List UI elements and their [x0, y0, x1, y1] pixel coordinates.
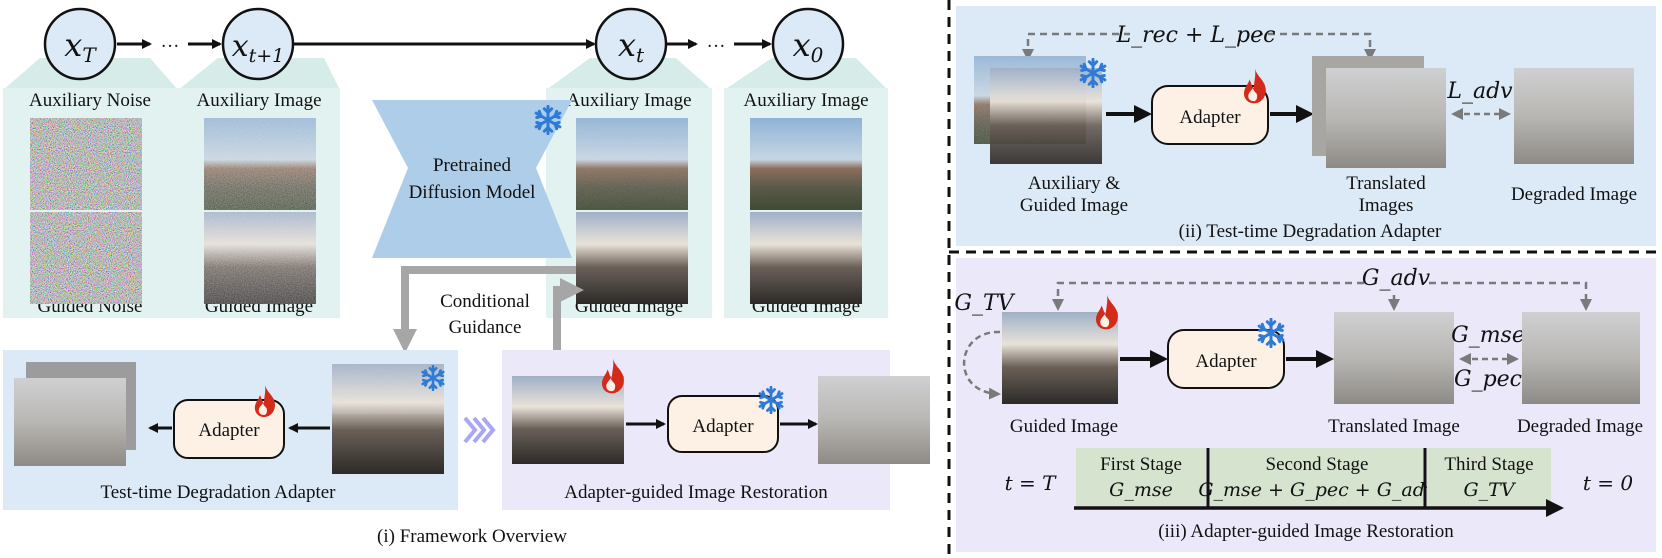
diffusion-model-label-line2: Diffusion Model [409, 182, 536, 203]
col3-top-label: Auxiliary Image [566, 90, 691, 111]
degraded-image-iii [1522, 312, 1640, 404]
translated-images-stack [1312, 56, 1446, 168]
stage-third-loss: G_TV [1463, 479, 1516, 501]
tda-adapter-label: Adapter [198, 420, 260, 441]
noisy-auxiliary-image-t1 [204, 118, 316, 210]
t-start-label: t = T [1005, 471, 1058, 495]
degraded-image-ii [1514, 68, 1634, 164]
input-label-line2: Guided Image [1020, 195, 1128, 216]
tda-input-image [332, 364, 444, 474]
panel-iii-adapter-label: Adapter [1195, 351, 1257, 372]
translated-label-line1: Translated [1346, 173, 1426, 194]
guided-noise-image [30, 212, 142, 304]
loss-adv: L_adv [1446, 79, 1513, 104]
tda-subpanel: Adapter Test-time Degradation Adapter [3, 350, 458, 510]
conditional-guidance-arrows: Conditional Guidance [393, 266, 584, 372]
stage-second-name: Second Stage [1266, 454, 1369, 475]
agir-adapter-box: Adapter [667, 386, 784, 453]
tda-caption: Test-time Degradation Adapter [100, 482, 336, 503]
panel-ii-adapter-label: Adapter [1179, 107, 1241, 128]
panel-i-caption: (i) Framework Overview [377, 526, 567, 547]
input-label-line1: Auxiliary & [1028, 173, 1121, 194]
guided-label-iii: Guided Image [1010, 416, 1118, 437]
panel-ii-caption: (ii) Test-time Degradation Adapter [1179, 221, 1442, 242]
degraded-label-iii: Degraded Image [1517, 416, 1643, 437]
t-end-label: t = 0 [1583, 471, 1634, 495]
panel-ii: L_rec + L_pec Auxiliary & Guided Image A… [956, 6, 1656, 246]
col2-top-label: Auxiliary Image [196, 90, 321, 111]
guided-image-t [576, 212, 688, 304]
g-tv-label: G_TV [954, 291, 1015, 316]
pretrained-diffusion-model: Pretrained Diffusion Model [372, 100, 572, 258]
tda-output-image [14, 378, 126, 466]
loss-rec-pec: L_rec + L_pec [1116, 23, 1276, 48]
g-pec-label: G_pec [1454, 367, 1522, 392]
col1-top-label: Auxiliary Noise [29, 90, 151, 111]
markov-chain: ··· ··· xT xt+1 xt x0 [43, 7, 845, 81]
panel-ii-adapter-box: Adapter [1151, 68, 1269, 145]
auxiliary-noise-image [30, 118, 142, 210]
agir-adapter-label: Adapter [692, 416, 754, 437]
agir-caption: Adapter-guided Image Restoration [564, 482, 828, 503]
noisy-guided-image-t1 [204, 212, 316, 304]
node-x-t: xt [594, 7, 668, 81]
g-mse-label: G_mse [1451, 323, 1525, 348]
stage-first-loss: G_mse [1109, 479, 1173, 501]
tv-loop-arrow [962, 330, 1001, 400]
translated-image-iii [1334, 312, 1454, 404]
node-x-0: x0 [771, 7, 845, 81]
translated-label-iii: Translated Image [1328, 416, 1460, 437]
translated-label-line2: Images [1359, 195, 1414, 216]
panel-iii-adapter-box: Adapter [1167, 318, 1285, 389]
tda-adapter-box: Adapter [173, 385, 285, 459]
g-adv-top: G_adv [1362, 266, 1431, 291]
node-x-t-plus-1: xt+1 [221, 7, 295, 81]
agir-output-image [818, 376, 930, 464]
degraded-label-ii: Degraded Image [1511, 184, 1637, 205]
stage-third-name: Third Stage [1444, 454, 1533, 475]
guided-image-0 [750, 212, 862, 304]
auxiliary-image-t [576, 118, 688, 210]
stage-second-loss: G_mse + G_pec + G_adv [1198, 479, 1436, 501]
auxiliary-image-0 [750, 118, 862, 210]
stage-third: Third Stage G_TV [1427, 448, 1551, 506]
guided-image-iii [1002, 294, 1118, 404]
chevron-right-icon [463, 416, 496, 444]
col4-top-label: Auxiliary Image [743, 90, 868, 111]
conditional-guidance-line2: Guidance [449, 317, 522, 338]
stage-second: Second Stage G_mse + G_pec + G_adv [1198, 448, 1436, 506]
stage-first: First Stage G_mse [1076, 448, 1206, 506]
conditional-guidance-line1: Conditional [440, 291, 530, 312]
node-x-T: xT [43, 7, 117, 81]
panel-iii-caption: (iii) Adapter-guided Image Restoration [1158, 521, 1454, 542]
panel-iii: G_adv G_TV Guided Image Adapter Translat… [954, 258, 1656, 552]
chain-ellipsis-left: ··· [161, 36, 180, 57]
auxiliary-guided-image-stack [974, 56, 1107, 164]
diffusion-model-label-line1: Pretrained [433, 155, 512, 176]
agir-subpanel: Adapter Adapter-guided Image Restoration [502, 350, 930, 510]
stage-first-name: First Stage [1100, 454, 1182, 475]
chain-ellipsis-right: ··· [707, 36, 726, 57]
